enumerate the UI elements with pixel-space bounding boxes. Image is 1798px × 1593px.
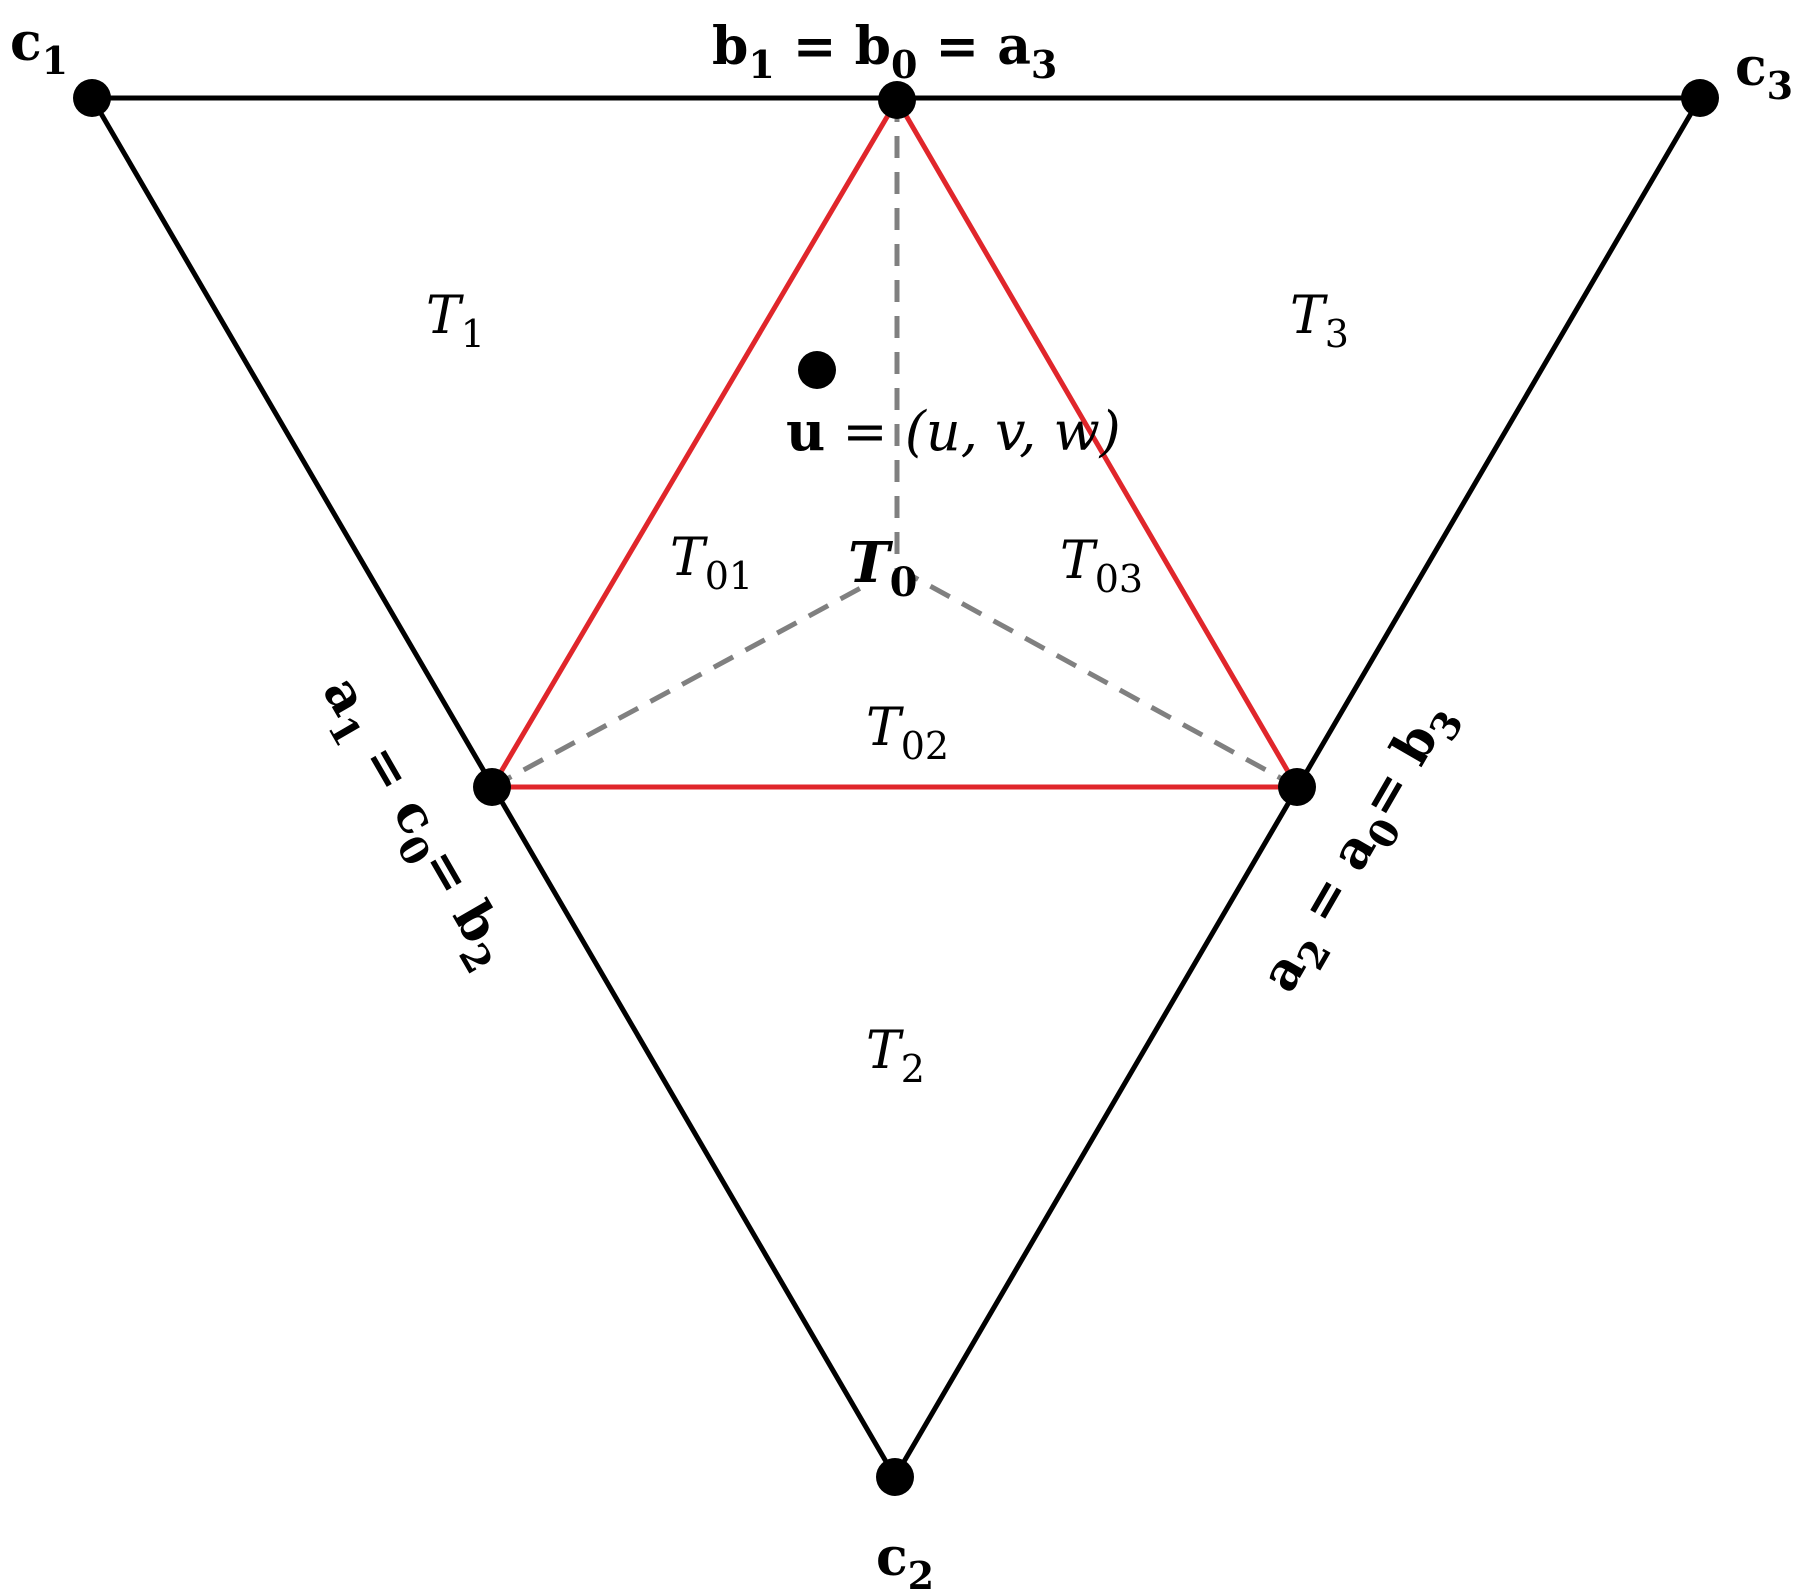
dash-right	[908, 572, 1299, 790]
dash-left	[490, 580, 872, 790]
region-label-T0: T0	[848, 530, 918, 606]
red-edge-top-left	[489, 98, 900, 789]
dot-right	[1278, 768, 1316, 806]
region-label-T02: T02	[866, 698, 949, 768]
dot-c2	[876, 1458, 914, 1496]
region-label-T3: T3	[1290, 286, 1349, 356]
dashed-lines	[490, 100, 1299, 790]
dot-u	[798, 351, 836, 389]
region-label-T01: T01	[670, 528, 753, 598]
label-c2: c2	[876, 1527, 934, 1593]
label-top-vertex: b1 = b0 = a3	[712, 16, 1057, 87]
label-c1: c1	[10, 12, 68, 83]
inner-triangle	[489, 98, 1300, 790]
label-right-vertex: a2 = a0= b3	[1248, 690, 1472, 1007]
point-u-label: u = (u, v, w)	[786, 399, 1121, 463]
red-edge-top-right	[894, 98, 1300, 789]
label-c3: c3	[1735, 37, 1793, 108]
label-left-vertex: a1 = c0= b2	[302, 666, 525, 981]
dot-top	[878, 81, 916, 119]
vertex-dots	[73, 79, 1719, 1496]
region-label-T1: T1	[426, 286, 485, 356]
dot-c1	[73, 79, 111, 117]
dot-left	[473, 768, 511, 806]
region-label-T03: T03	[1060, 531, 1143, 601]
region-label-T2: T2	[866, 1021, 925, 1091]
dot-c3	[1681, 79, 1719, 117]
